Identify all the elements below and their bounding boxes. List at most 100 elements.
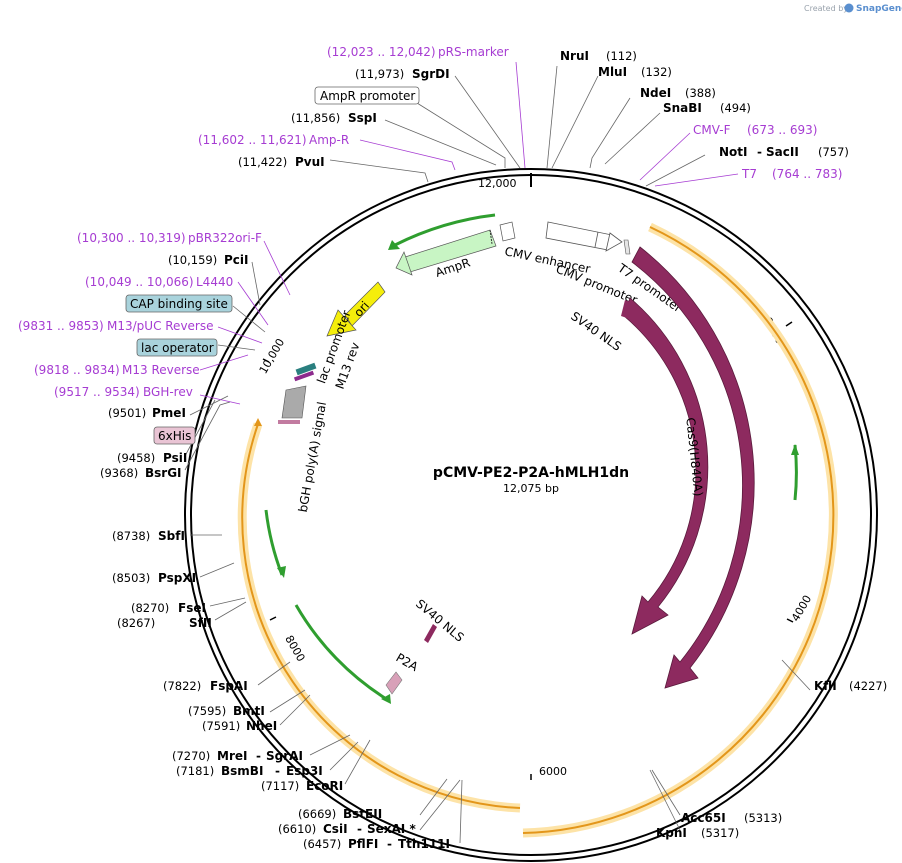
lac-operator-box bbox=[136, 338, 218, 357]
orange-arrowhead bbox=[254, 418, 262, 426]
enzyme-pspxi: PspXI bbox=[158, 571, 196, 585]
plasmid-size: 12,075 bp bbox=[503, 482, 559, 495]
enzyme-kpni: KpnI bbox=[656, 826, 687, 840]
cmv-enhancer-shape bbox=[545, 221, 613, 251]
enzyme-dash-2: - bbox=[357, 822, 362, 836]
primer-l4440: L4440 bbox=[196, 275, 233, 289]
tick-6000: 6000 bbox=[539, 765, 567, 778]
green-arrow-top-head bbox=[388, 240, 400, 250]
enzyme-sacii: SacII bbox=[766, 145, 799, 159]
enzyme-sfii-pos: (8267) bbox=[117, 616, 155, 630]
primer-cmv-f: CMV-F bbox=[693, 123, 731, 137]
green-arrow-left-a-head bbox=[277, 566, 286, 578]
enzyme-fspai-pos: (7822) bbox=[163, 679, 201, 693]
ampr-arrow-head bbox=[395, 251, 413, 276]
lac-operator-label: lac operator bbox=[141, 341, 214, 355]
enzyme-csii: CsiI bbox=[323, 822, 348, 836]
cas9-arrow bbox=[631, 246, 755, 689]
primer-m13-reverse: M13 Reverse bbox=[122, 363, 200, 377]
enzyme-sbfi-pos: (8738) bbox=[112, 529, 150, 543]
m13-rev-shape bbox=[293, 370, 315, 382]
enzyme-snabi-pos: (494) bbox=[720, 101, 751, 115]
cas9-h840a-arrow bbox=[623, 297, 709, 635]
enzyme-pvui-pos: (11,422) bbox=[238, 155, 287, 169]
tick-10000: 10,000 bbox=[257, 336, 288, 376]
primer-ampr-range: (11,602 .. 11,621) bbox=[198, 133, 307, 147]
tick-marks bbox=[262, 321, 794, 780]
enzyme-nrui-pos: (112) bbox=[606, 49, 637, 63]
enzyme-acc65i: Acc65I bbox=[681, 811, 726, 825]
enzyme-sfii: SfII bbox=[189, 616, 212, 630]
his-tag-shape bbox=[278, 420, 300, 424]
enzyme-bsteii-pos: (6669) bbox=[298, 807, 336, 821]
enzyme-ecori-pos: (7117) bbox=[261, 779, 299, 793]
enzyme-kfli-pos: (4227) bbox=[849, 679, 887, 693]
enzyme-acc65i-pos: (5313) bbox=[744, 811, 782, 825]
enzyme-pmei-pos: (9501) bbox=[108, 406, 146, 420]
plasmid-name: pCMV-PE2-P2A-hMLH1dn bbox=[433, 465, 629, 481]
orange-band-right bbox=[522, 226, 835, 834]
enzyme-pvui: PvuI bbox=[295, 155, 325, 169]
enzyme-pmei: PmeI bbox=[152, 406, 186, 420]
ori-body bbox=[344, 281, 386, 327]
enzyme-bsrgi-pos: (9368) bbox=[100, 466, 138, 480]
ampr-dash bbox=[489, 229, 493, 245]
watermark-brand: SnapGene bbox=[856, 4, 902, 14]
watermark-created-by: Created by bbox=[804, 4, 848, 13]
enzyme-nrui: NruI bbox=[560, 49, 589, 63]
enzyme-csii-pos: (6610) bbox=[278, 822, 316, 836]
ampr-promoter-box bbox=[314, 86, 420, 105]
primer-pbr322ori-range: (10,300 .. 10,319) bbox=[77, 231, 186, 245]
enzyme-sspi-pos: (11,856) bbox=[291, 111, 340, 125]
enzyme-sexai: SexAI * bbox=[367, 822, 416, 836]
enzyme-dash-1: - bbox=[757, 145, 762, 159]
primer-m13-puc: M13/pUC Reverse bbox=[107, 319, 214, 333]
sv40-nls-label: SV40 NLS bbox=[568, 309, 624, 354]
enzyme-psii: PsiI bbox=[163, 451, 187, 465]
green-arrow-left-b-head bbox=[381, 694, 391, 704]
enzyme-dash-5: - bbox=[256, 749, 261, 763]
enzyme-sbfi: SbfI bbox=[158, 529, 185, 543]
orange-band-left bbox=[241, 423, 521, 809]
enzyme-srei-pos: (7270) bbox=[172, 749, 210, 763]
green-orf-left-a bbox=[264, 509, 284, 576]
enzyme-tth111i: Tth111I bbox=[398, 837, 450, 851]
enzyme-sgrdi: SgrDI bbox=[412, 67, 450, 81]
lac-promoter-shape bbox=[295, 362, 317, 376]
p2a-label: P2A bbox=[394, 650, 422, 674]
enzyme-fspai: FspAI bbox=[210, 679, 248, 693]
tick-8000: 8000 bbox=[282, 633, 307, 664]
backbone-outer bbox=[184, 168, 878, 862]
primer-prs-marker: pRS-marker bbox=[438, 45, 509, 59]
cas9-h840a-dash bbox=[705, 509, 723, 513]
enzyme-noti-pos: (757) bbox=[818, 145, 849, 159]
tick-4000: 4000 bbox=[789, 593, 814, 624]
primer-l4440-range: (10,049 .. 10,066) bbox=[85, 275, 194, 289]
ampr-promoter-label: AmpR promoter bbox=[320, 89, 415, 103]
enzyme-pspxi-pos: (8503) bbox=[112, 571, 150, 585]
enzyme-fsei-pos: (8270) bbox=[131, 601, 169, 615]
ampr-promoter-feature bbox=[499, 221, 516, 242]
enzyme-pcii: PciI bbox=[224, 253, 249, 267]
enzyme-pcii-pos: (10,159) bbox=[168, 253, 217, 267]
enzyme-esp3i: Esp3I bbox=[286, 764, 323, 778]
enzyme-mlui-pos: (132) bbox=[641, 65, 672, 79]
enzyme-fsei: FseI bbox=[178, 601, 206, 615]
primer-ampr: Amp-R bbox=[309, 133, 349, 147]
enzyme-mrei: MreI bbox=[217, 749, 247, 763]
enzyme-ecori: EcoRI bbox=[306, 779, 343, 793]
primer-pbr322ori: pBR322ori-F bbox=[188, 231, 262, 245]
his-tag-label: 6xHis bbox=[158, 429, 191, 443]
enzyme-sgrdi-pos: (11,973) bbox=[355, 67, 404, 81]
cap-site-label: CAP binding site bbox=[130, 297, 228, 311]
enzyme-noti: NotI bbox=[719, 145, 748, 159]
enzyme-kfli: KflI bbox=[814, 679, 837, 693]
enzyme-bmti-pos: (7595) bbox=[188, 704, 226, 718]
enzyme-nhei-pos: (7591) bbox=[202, 719, 240, 733]
enzyme-bsmbi: BsmBI bbox=[221, 764, 263, 778]
tick-12000: 12,000 bbox=[478, 177, 517, 190]
enzyme-bsrgi: BsrGI bbox=[145, 466, 182, 480]
sv40-nls-shape bbox=[621, 300, 631, 318]
enzyme-snabi: SnaBI bbox=[663, 101, 702, 115]
